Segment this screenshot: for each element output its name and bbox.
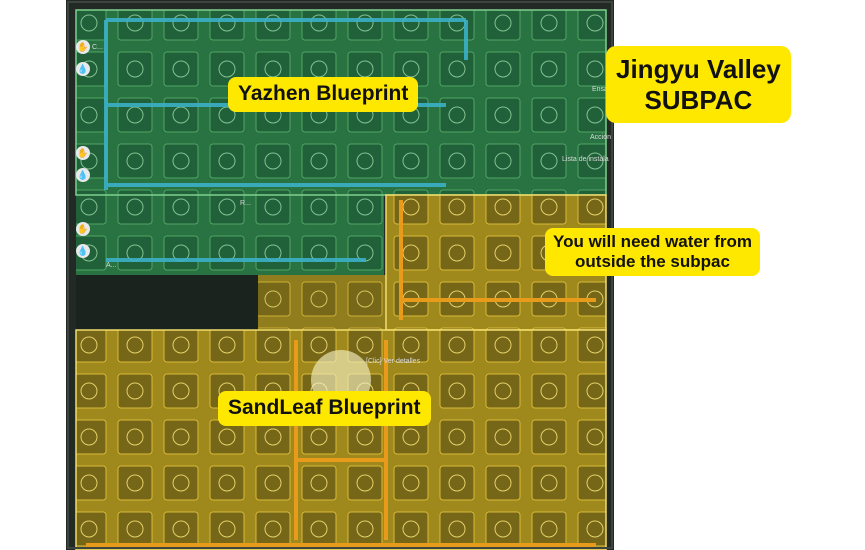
- yazhen-blueprint-label: Yazhen Blueprint: [228, 77, 419, 112]
- sandleaf-zone: [75, 329, 607, 550]
- hud-ensam: Ensam: [592, 86, 614, 93]
- hud-clic-detalles: [Clic] Ver detalles: [366, 358, 421, 365]
- title-label: Jingyu Valley SUBPAC: [606, 46, 791, 124]
- water-note-line-1: You will need water from: [553, 232, 752, 251]
- title-line-2: SUBPAC: [644, 84, 753, 115]
- hud-lista: Lista de instala: [562, 156, 609, 163]
- hand-icon[interactable]: ✋: [76, 40, 90, 54]
- hud-tag-c: C...: [92, 44, 103, 51]
- water-note-line-2: outside the subpac: [575, 252, 730, 272]
- hud-tag-a: A...: [106, 262, 117, 269]
- water-drop-icon[interactable]: 💧: [76, 168, 90, 182]
- hud-accion: Acción: [590, 134, 612, 141]
- water-drop-icon[interactable]: 💧: [76, 62, 90, 76]
- hand-icon[interactable]: ✋: [76, 222, 90, 236]
- water-zone: [258, 194, 607, 331]
- hud-tag-r: R...: [240, 200, 251, 207]
- sandleaf-blueprint-label: SandLeaf Blueprint: [218, 391, 431, 426]
- water-drop-icon[interactable]: 💧: [76, 244, 90, 258]
- hand-icon[interactable]: ✋: [76, 146, 90, 160]
- water-note-label: You will need water from outside the sub…: [545, 228, 760, 277]
- title-line-1: Jingyu Valley: [616, 54, 781, 84]
